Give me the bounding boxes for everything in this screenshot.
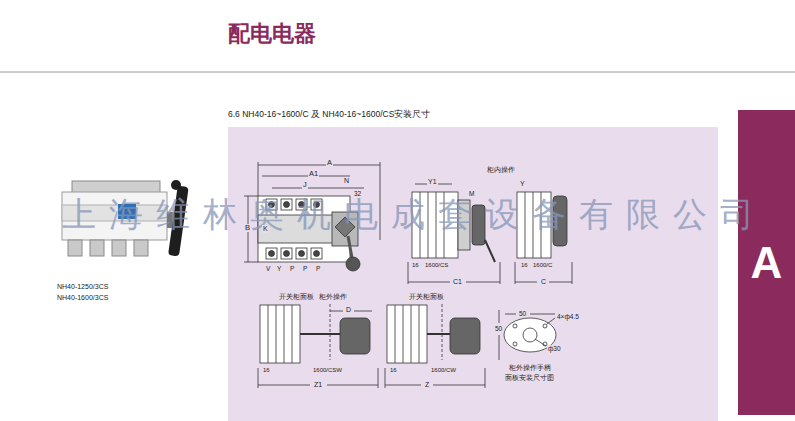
model-label: 1600/CW bbox=[430, 367, 457, 374]
dimension-label: A bbox=[326, 159, 333, 167]
dimension-label: A1 bbox=[308, 170, 319, 178]
dimension-label: P bbox=[315, 265, 321, 272]
part-label: M bbox=[468, 190, 475, 197]
note-label: 开关柜面板 bbox=[278, 293, 315, 301]
dimension-label: Y1 bbox=[427, 178, 438, 186]
watermark: 上海维林奥机电成套设备有限公司 bbox=[62, 196, 767, 233]
dimension-label: 32 bbox=[353, 190, 362, 197]
note-label: 开关柜面板 bbox=[408, 293, 445, 301]
note-label: 面板安装尺寸图 bbox=[504, 374, 555, 381]
dimension-label: 50 bbox=[494, 325, 503, 332]
dimension-label: N bbox=[343, 177, 350, 185]
dimension-label: 4×ф4.5 bbox=[556, 313, 580, 320]
dimension-label: 50 bbox=[518, 310, 527, 317]
section-heading: 6.6 NH40-16~1600/C 及 NH40-16~1600/CS安装尺寸 bbox=[228, 110, 430, 119]
header-rule bbox=[0, 72, 795, 73]
dimension-label: Z1 bbox=[313, 381, 323, 389]
dimension-label: P bbox=[302, 265, 308, 272]
dimension-label: B bbox=[244, 224, 251, 232]
drawing-panel bbox=[228, 127, 718, 421]
dimension-label: C bbox=[540, 278, 547, 286]
model-label: 16 bbox=[262, 367, 271, 374]
note-label: 柜内操作 bbox=[486, 166, 516, 174]
model-label: 16 bbox=[411, 262, 420, 269]
model-label: 16 bbox=[520, 262, 529, 269]
model-label: 1600/CS bbox=[424, 262, 449, 269]
section-tab: A bbox=[738, 110, 795, 415]
page-title: 配电电器 bbox=[228, 22, 316, 46]
model-label: 1600/C bbox=[532, 262, 553, 269]
dimension-label: C1 bbox=[452, 278, 463, 286]
model-caption: NH40-1250/3CS bbox=[57, 283, 108, 291]
dimension-label: ф30 bbox=[547, 345, 562, 352]
model-label: 16 bbox=[389, 367, 398, 374]
dimension-label: P bbox=[289, 265, 295, 272]
dimension-label: Y bbox=[519, 180, 526, 188]
dimension-label: D bbox=[345, 306, 352, 314]
note-label: 柜外操作手柄 bbox=[508, 364, 552, 371]
dimension-label: V bbox=[265, 265, 271, 272]
dimension-label: Y bbox=[276, 265, 282, 272]
dimension-label: Z bbox=[424, 381, 430, 389]
note-label: 柜外操作 bbox=[318, 293, 348, 301]
model-label: 1600/CSW bbox=[312, 367, 343, 374]
model-caption: NH40-1600/3CS bbox=[57, 294, 108, 302]
dimension-label: K bbox=[262, 225, 269, 233]
tab-letter: A bbox=[751, 241, 783, 285]
dimension-label: J bbox=[302, 181, 308, 189]
